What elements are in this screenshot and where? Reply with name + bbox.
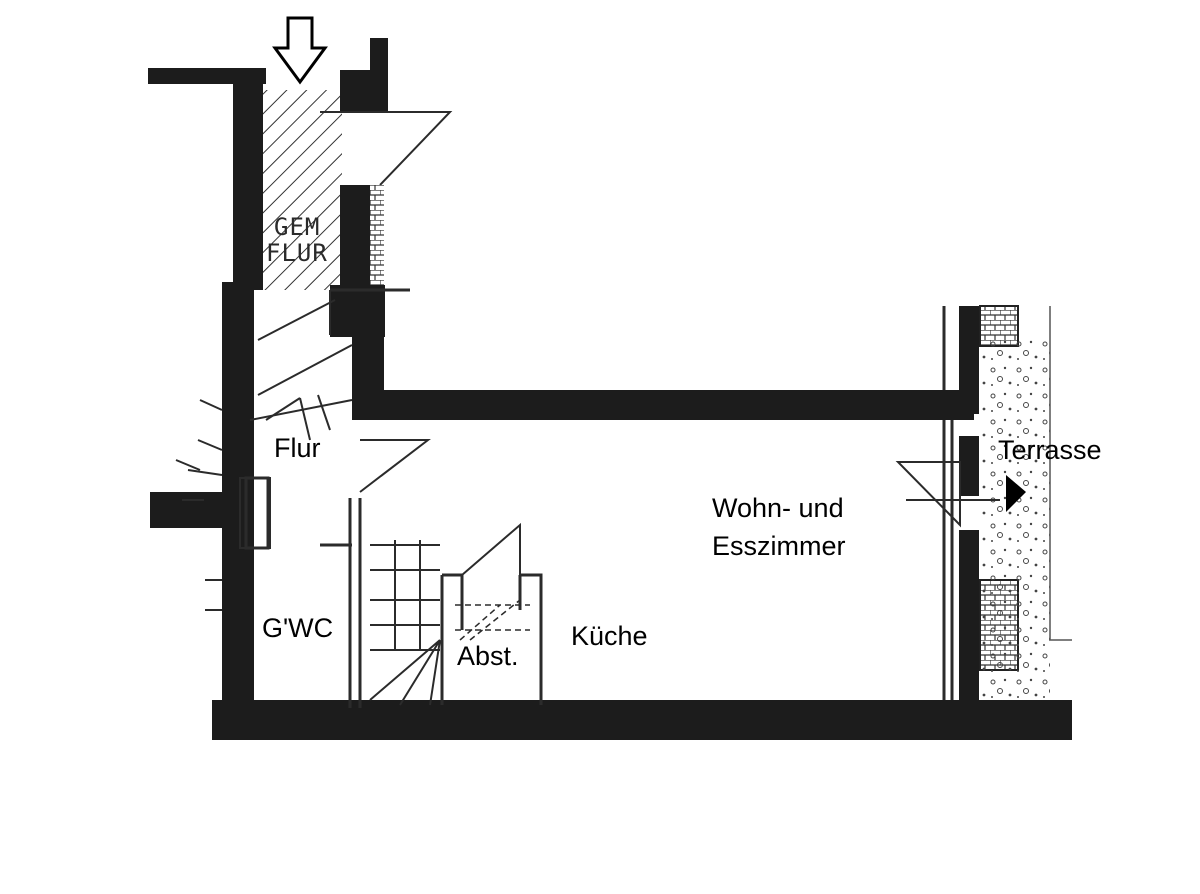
- label-wohn-line1: Wohn- und: [712, 493, 844, 523]
- label-gwc: G'WC: [262, 613, 334, 643]
- terrace-door-arrow-icon: [895, 461, 1026, 528]
- label-gem: GEM: [274, 213, 321, 241]
- label-flur: Flur: [274, 433, 321, 463]
- walls: [148, 38, 1072, 740]
- staircase: [187, 299, 521, 706]
- label-flur-common: FLUR: [266, 239, 328, 267]
- label-kueche: Küche: [571, 621, 648, 651]
- terrace-wall-details: [370, 185, 1019, 671]
- label-wohn-line2: Esszimmer: [712, 530, 846, 561]
- entrance-door: [320, 111, 453, 335]
- common-corridor: [262, 90, 342, 290]
- terrace-gravel: [982, 306, 1072, 700]
- label-wohn-esszimmer: Wohn- und Esszimmer: [712, 490, 846, 566]
- label-abstellraum: Abst.: [457, 641, 519, 671]
- chimney-fragment: [175, 459, 271, 549]
- label-terrasse: Terrasse: [998, 435, 1102, 465]
- partitions: [244, 288, 954, 708]
- entrance-arrow-icon: [272, 16, 328, 85]
